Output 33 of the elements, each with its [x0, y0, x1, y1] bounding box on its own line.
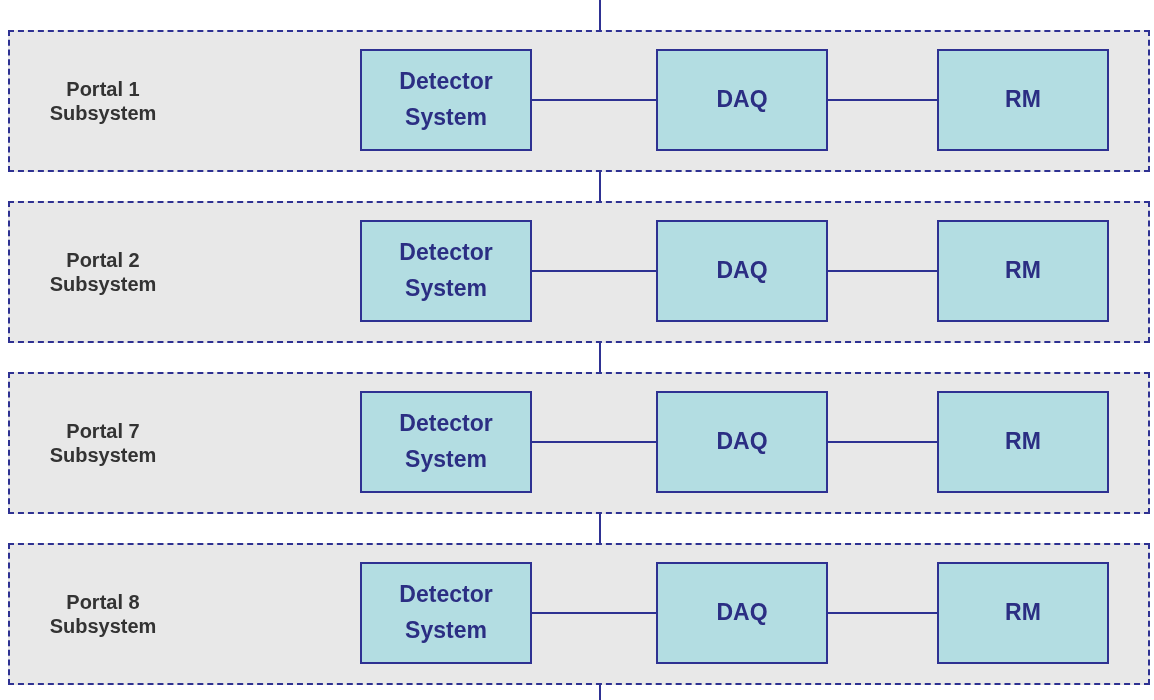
component-box: RM [937, 220, 1109, 322]
connector-line [599, 513, 601, 544]
component-box: DAQ [656, 391, 828, 493]
connector-line [827, 270, 938, 272]
band-label: Portal 2 Subsystem [48, 248, 158, 296]
connector-line [827, 99, 938, 101]
component-box: RM [937, 391, 1109, 493]
subsystem-band [8, 543, 1150, 685]
component-box: Detector System [360, 49, 532, 151]
connector-line [531, 612, 657, 614]
connector-line [599, 342, 601, 373]
connector-line [531, 441, 657, 443]
band-label: Portal 7 Subsystem [48, 419, 158, 467]
component-box: Detector System [360, 220, 532, 322]
subsystem-band [8, 30, 1150, 172]
component-box: RM [937, 49, 1109, 151]
connector-line [531, 99, 657, 101]
component-box: RM [937, 562, 1109, 664]
band-label: Portal 1 Subsystem [48, 77, 158, 125]
connector-line [827, 441, 938, 443]
component-box: Detector System [360, 391, 532, 493]
component-box: DAQ [656, 220, 828, 322]
band-label: Portal 8 Subsystem [48, 590, 158, 638]
connector-line [599, 171, 601, 202]
connector-line [827, 612, 938, 614]
subsystem-band [8, 372, 1150, 514]
component-box: DAQ [656, 49, 828, 151]
component-box: Detector System [360, 562, 532, 664]
connector-line [599, 0, 601, 31]
component-box: DAQ [656, 562, 828, 664]
subsystem-band [8, 201, 1150, 343]
connector-line [531, 270, 657, 272]
connector-line [599, 684, 601, 700]
